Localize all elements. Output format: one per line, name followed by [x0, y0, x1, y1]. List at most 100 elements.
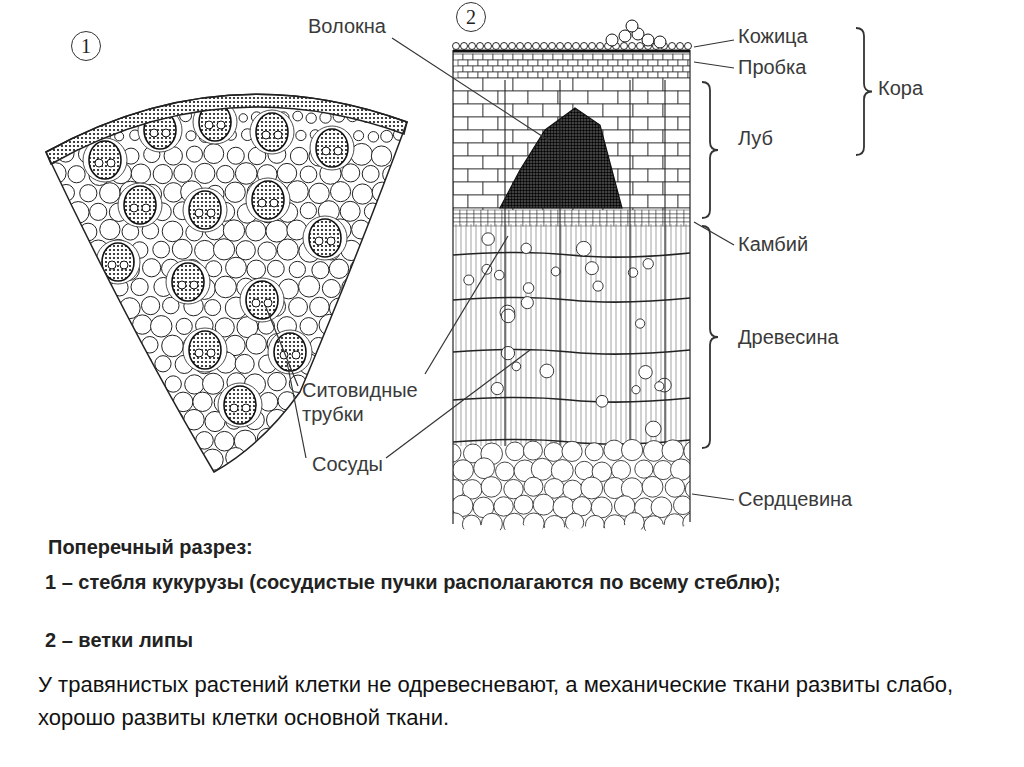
bundle-halo — [218, 383, 262, 427]
parenchyma-cell — [194, 75, 204, 85]
parenchyma-cell — [393, 183, 413, 203]
cork-cell — [603, 54, 613, 60]
parenchyma-cell — [128, 93, 139, 104]
vessel — [190, 281, 198, 289]
cambium-cell — [467, 210, 474, 214]
cork-cell — [483, 66, 493, 72]
cambium-cell — [558, 210, 565, 214]
bundle-halo — [240, 278, 284, 322]
cork-cell — [643, 54, 653, 60]
cork-cell — [493, 66, 503, 72]
parenchyma-cell — [253, 54, 265, 66]
cork-cell — [548, 60, 558, 66]
wood-fibre-line — [651, 224, 652, 446]
parenchyma-cell — [48, 469, 67, 488]
epidermis-hair-cell — [654, 36, 666, 48]
cork-cell — [558, 72, 568, 78]
bast-cell — [468, 169, 498, 182]
parenchyma-cell — [343, 356, 361, 374]
wood-vessel — [593, 281, 603, 291]
parenchyma-cell — [366, 55, 378, 67]
leader-line — [694, 40, 734, 47]
vessel — [334, 147, 342, 155]
branch-edge — [452, 50, 453, 524]
parenchyma-cell — [306, 113, 316, 123]
cambium-cell — [642, 210, 649, 214]
wood-fibre-line — [566, 224, 567, 446]
parenchyma-cell — [38, 298, 55, 315]
cambium-cell — [572, 218, 579, 222]
bundle-halo — [183, 328, 227, 372]
leader-line — [694, 62, 734, 68]
wood-fibre-line — [646, 224, 647, 446]
parenchyma-cell — [278, 431, 295, 448]
bast-cell — [588, 91, 618, 104]
cambium-cell — [453, 222, 460, 226]
parenchyma-cell — [373, 259, 391, 277]
cork-cell — [568, 72, 578, 78]
parenchyma-cell — [111, 73, 123, 85]
cork-cell — [613, 66, 623, 72]
cambium-cell — [537, 214, 544, 218]
parenchyma-cell — [362, 74, 372, 84]
cork-cell — [498, 60, 508, 66]
bast-cell — [648, 169, 678, 182]
cork-cell — [563, 54, 573, 60]
cambium-cell — [656, 210, 663, 214]
cambium-cell — [509, 214, 516, 218]
vessel — [195, 209, 203, 217]
cambium-cell — [593, 222, 600, 226]
parenchyma-cell — [217, 165, 235, 183]
cork-cell — [473, 54, 483, 60]
parenchyma-cell — [121, 410, 141, 430]
medullary-ray — [629, 80, 630, 446]
cambium-cell — [537, 222, 544, 226]
bast-cell — [468, 143, 498, 156]
wood-fibre-line — [471, 224, 472, 446]
parenchyma-cell — [24, 430, 46, 452]
cambium-cell — [523, 218, 530, 222]
cambium-cell — [670, 218, 677, 222]
bast-cell — [453, 130, 483, 143]
parenchyma-cell — [381, 130, 393, 142]
pith-cell — [544, 443, 563, 462]
cambium-cell — [579, 214, 586, 218]
parenchyma-cell — [100, 183, 121, 204]
parenchyma-cell — [331, 334, 351, 354]
parenchyma-cell — [158, 56, 168, 66]
wood-fibre-line — [541, 224, 542, 446]
cambium-cell — [663, 210, 670, 214]
bast-cell — [648, 143, 678, 156]
parenchyma-cell — [319, 314, 340, 335]
annual-ring — [453, 350, 690, 355]
cork-cell — [638, 72, 648, 78]
curly-bracket — [702, 226, 718, 448]
parenchyma-cell — [141, 412, 161, 432]
cork-cell — [488, 72, 498, 78]
cambium-cell — [586, 222, 593, 226]
parenchyma-cell — [266, 220, 288, 242]
wood-fibre-line — [491, 224, 492, 446]
cork-cell — [468, 60, 478, 66]
cambium-cell — [474, 222, 481, 226]
wood-fibre-line — [671, 224, 672, 446]
cambium-cell — [607, 210, 614, 214]
vascular-bundle — [118, 183, 162, 227]
pith-cell — [642, 476, 663, 497]
part-label: Ситовидные трубки — [302, 378, 452, 426]
cambium-cell — [537, 210, 544, 214]
parenchyma-cell — [111, 357, 128, 374]
wood-fibre-line — [561, 224, 562, 446]
cork-cell — [683, 66, 693, 72]
bast-cell — [648, 117, 678, 130]
parenchyma-cell — [45, 316, 66, 337]
parenchyma-cell — [68, 166, 85, 183]
callout-number: 2 — [466, 7, 476, 27]
parenchyma-cell — [279, 72, 290, 83]
parenchyma-cell — [335, 73, 347, 85]
parenchyma-cell — [25, 164, 46, 185]
parenchyma-cell — [236, 241, 255, 260]
parenchyma-cell — [26, 242, 45, 261]
cambium-cell — [495, 214, 502, 218]
parenchyma-cell — [57, 74, 65, 82]
